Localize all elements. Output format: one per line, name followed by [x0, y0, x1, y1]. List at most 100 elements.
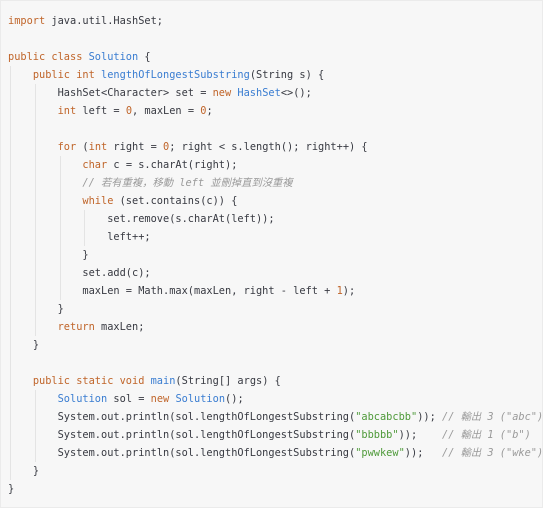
- indent-space: [8, 213, 107, 225]
- code-token: left++;: [107, 231, 151, 243]
- code-token: {: [138, 51, 151, 63]
- code-line: Solution sol = new Solution();: [8, 390, 542, 408]
- code-token: set.add(c);: [82, 267, 151, 279]
- code-line: int left = 0, maxLen = 0;: [8, 102, 542, 120]
- code-token: import: [8, 15, 46, 27]
- code-line: System.out.println(sol.lengthOfLongestSu…: [8, 444, 543, 462]
- indent-space: [8, 447, 58, 459]
- code-line: import java.util.HashSet;: [8, 12, 542, 30]
- code-token: (String s) {: [249, 69, 325, 81]
- code-line: public int lengthOfLongestSubstring(Stri…: [8, 66, 542, 84]
- code-line: return maxLen;: [8, 318, 542, 336]
- indent-guide: [34, 192, 36, 210]
- indent-guide: [34, 210, 36, 228]
- indent-guide: [10, 390, 11, 408]
- indent-space: [8, 69, 33, 81]
- code-token: HashSet: [237, 87, 281, 99]
- indent-guide: [10, 336, 11, 354]
- code-token: // 輸出 3 ("wke"): [442, 447, 543, 459]
- code-token: System.out.println(sol.lengthOfLongestSu…: [57, 447, 356, 459]
- indent-guide: [10, 354, 11, 372]
- code-lines: import java.util.HashSet; public class So…: [8, 12, 543, 498]
- code-token: left =: [76, 105, 126, 117]
- indent-guide: [84, 228, 86, 246]
- code-token: (String[] args) {: [175, 375, 281, 387]
- indent-space: [8, 87, 58, 99]
- code-line: }: [8, 480, 542, 498]
- indent-guide: [59, 210, 61, 228]
- indent-guide: [10, 228, 11, 246]
- indent-guide: [34, 408, 36, 426]
- indent-guide: [34, 444, 36, 462]
- code-token: ; right < s.length(); right++) {: [169, 141, 368, 153]
- indent-guide: [10, 174, 11, 192]
- code-token: public class: [8, 51, 83, 63]
- code-token: Solution: [57, 393, 108, 405]
- indent-guide: [10, 426, 11, 444]
- code-token: // 輸出 3 ("abc"): [442, 411, 543, 423]
- code-token: public static void: [32, 375, 145, 387]
- indent-guide: [34, 264, 36, 282]
- indent-guide: [10, 66, 11, 84]
- indent-guide: [10, 246, 11, 264]
- indent-guide: [10, 102, 11, 120]
- code-token: }: [32, 339, 40, 351]
- code-token: 0: [200, 105, 207, 117]
- code-token: new: [212, 87, 232, 99]
- code-token: System.out.println(sol.lengthOfLongestSu…: [57, 411, 356, 423]
- indent-guide: [84, 210, 86, 228]
- code-token: ));: [398, 429, 442, 441]
- indent-guide: [10, 372, 11, 390]
- indent-space: [8, 105, 58, 117]
- code-token: java.util.HashSet;: [45, 15, 163, 27]
- code-token: (set.contains(c)) {: [113, 195, 238, 207]
- indent-space: [8, 285, 82, 297]
- code-line: }: [8, 336, 542, 354]
- indent-guide: [10, 210, 11, 228]
- indent-space: [8, 465, 33, 477]
- indent-guide: [59, 192, 61, 210]
- indent-guide: [34, 300, 36, 318]
- code-token: maxLen = Math.max(maxLen, right - left +: [82, 285, 337, 297]
- code-token: "bbbbb": [355, 429, 399, 441]
- code-line: }: [8, 246, 542, 264]
- indent-guide: [34, 282, 36, 300]
- indent-guide: [34, 246, 36, 264]
- code-token: ;: [206, 105, 213, 117]
- indent-space: [8, 375, 33, 387]
- code-token: }: [57, 303, 64, 315]
- code-token: set.remove(s.charAt(left));: [107, 213, 275, 225]
- indent-space: [8, 393, 58, 405]
- code-token: // 若有重複，移動 left 並刪掉直到沒重複: [82, 177, 293, 189]
- code-line: public static void main(String[] args) {: [8, 372, 542, 390]
- indent-space: [8, 411, 58, 423]
- code-token: right =: [107, 141, 164, 153]
- code-token: char: [82, 159, 108, 171]
- indent-guide: [59, 228, 61, 246]
- code-token: ();: [225, 393, 244, 405]
- indent-guide: [34, 102, 36, 120]
- code-token: 0: [163, 141, 170, 153]
- code-line: maxLen = Math.max(maxLen, right - left +…: [8, 282, 542, 300]
- indent-space: [8, 141, 58, 153]
- indent-space: [8, 195, 82, 207]
- indent-space: [8, 159, 82, 171]
- indent-space: [8, 303, 58, 315]
- code-line: public class Solution {: [8, 48, 542, 66]
- code-token: "abcabcbb": [355, 411, 418, 423]
- code-token: // 輸出 1 ("b"): [442, 429, 531, 441]
- indent-guide: [34, 138, 36, 156]
- code-token: 0: [125, 105, 133, 117]
- indent-guide: [34, 156, 36, 174]
- code-token: <>();: [280, 87, 312, 99]
- code-token: }: [32, 465, 40, 477]
- indent-guide: [10, 138, 11, 156]
- indent-space: [8, 249, 82, 261]
- code-line: System.out.println(sol.lengthOfLongestSu…: [8, 408, 543, 426]
- indent-guide: [10, 120, 11, 138]
- indent-guide: [10, 300, 11, 318]
- code-token: 1: [336, 285, 343, 297]
- code-token: maxLen;: [94, 321, 145, 333]
- code-token: "pwwkew": [355, 447, 405, 459]
